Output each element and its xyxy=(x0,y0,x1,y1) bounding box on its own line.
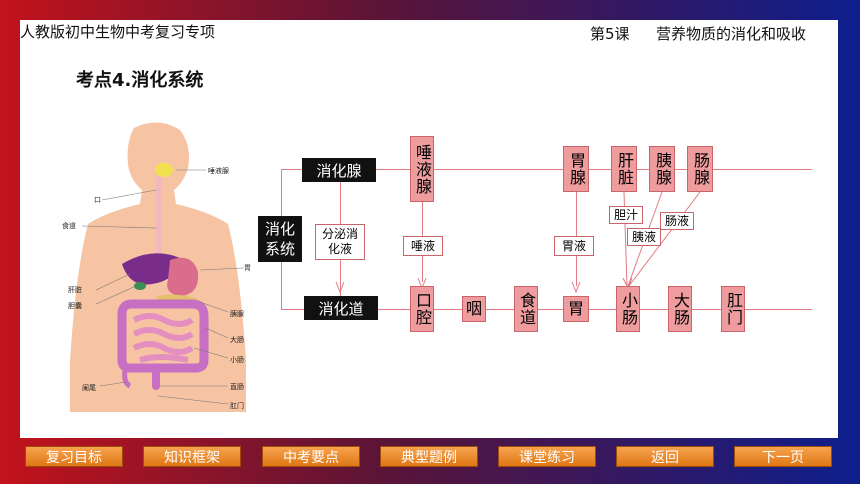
salivary-gland xyxy=(155,163,173,177)
nav-review-goals-button[interactable]: 复习目标 xyxy=(25,446,123,467)
tract-large-intestine: 大肠 xyxy=(668,286,692,332)
gland-gastric: 胃腺 xyxy=(563,146,589,192)
gastric-arrowhead xyxy=(571,281,581,294)
juice-bile: 胆汁 xyxy=(609,206,643,224)
slide: 人教版初中生物中考复习专项 第5课 营养物质的消化和吸收 考点4.消化系统 口 xyxy=(20,20,838,467)
glands-line xyxy=(281,169,812,170)
nav-exam-points-button[interactable]: 中考要点 xyxy=(262,446,360,467)
tract-pharynx: 咽 xyxy=(462,296,486,322)
label-anus: 肛门 xyxy=(230,401,244,410)
juice-gastric: 胃液 xyxy=(554,236,594,256)
label-small-intestine: 小肠 xyxy=(230,355,244,364)
nav-next-page-button[interactable]: 下一页 xyxy=(734,446,832,467)
course-title: 人教版初中生物中考复习专项 xyxy=(20,23,216,41)
juice-intestinal: 肠液 xyxy=(660,212,694,230)
label-liver: 肝脏 xyxy=(68,285,82,294)
gallbladder xyxy=(134,282,146,290)
juice-pancreatic: 胰液 xyxy=(627,228,661,246)
tract-stomach: 胃 xyxy=(563,296,589,322)
digestive-tract-box: 消化道 xyxy=(304,296,378,320)
nav-knowledge-framework-button[interactable]: 知识框架 xyxy=(143,446,241,467)
gland-pancreas: 胰腺 xyxy=(649,146,675,192)
intestinal-arrow xyxy=(628,191,701,287)
label-gallbladder: 胆囊 xyxy=(68,301,82,310)
secrete-juice-label: 分泌消化液 xyxy=(315,224,365,260)
nav-typical-examples-button[interactable]: 典型题例 xyxy=(380,446,478,467)
label-large-intestine: 大肠 xyxy=(230,335,244,344)
lesson-number: 第5课 xyxy=(590,25,630,43)
label-esophagus: 食道 xyxy=(62,221,76,230)
gland-intestinal: 肠腺 xyxy=(687,146,713,192)
label-mouth: 口 xyxy=(94,196,101,204)
gland-liver: 肝脏 xyxy=(611,146,637,192)
anatomy-leader-lines xyxy=(81,169,245,405)
nav-back-button[interactable]: 返回 xyxy=(616,446,714,467)
stomach xyxy=(167,257,199,296)
liver xyxy=(122,253,180,285)
label-appendix: 阑尾 xyxy=(82,383,96,392)
label-stomach: 胃 xyxy=(244,264,251,272)
tract-anus: 肛门 xyxy=(721,286,745,332)
juice-saliva: 唾液 xyxy=(403,236,443,256)
tract-small-intestine: 小肠 xyxy=(616,286,640,332)
digestive-system-box: 消化系统 xyxy=(258,216,302,262)
secrete-arrowhead xyxy=(335,281,345,294)
nav-classroom-practice-button[interactable]: 课堂练习 xyxy=(498,446,596,467)
tract-line xyxy=(281,309,812,310)
digestive-anatomy-figure: 口 唾液腺 食道 肝脏 胃 胰腺 胆囊 大肠 小肠 阑尾 直肠 肛门 xyxy=(62,122,251,412)
digestive-glands-box: 消化腺 xyxy=(302,158,376,182)
appendix xyxy=(122,365,132,389)
gland-salivary: 唾液腺 xyxy=(410,136,434,202)
label-rectum: 直肠 xyxy=(230,382,244,391)
small-intestine xyxy=(132,313,194,363)
label-pancreas: 胰腺 xyxy=(230,309,244,318)
section-title: 考点4.消化系统 xyxy=(76,70,204,91)
arrows-layer xyxy=(335,191,701,294)
rectum xyxy=(152,368,160,390)
esophagus xyxy=(156,176,162,268)
tract-mouth: 口腔 xyxy=(410,286,434,332)
lesson-title: 营养物质的消化和吸收 xyxy=(656,25,807,43)
tract-esophagus: 食道 xyxy=(514,286,538,332)
label-salivary-gland: 唾液腺 xyxy=(208,166,229,175)
